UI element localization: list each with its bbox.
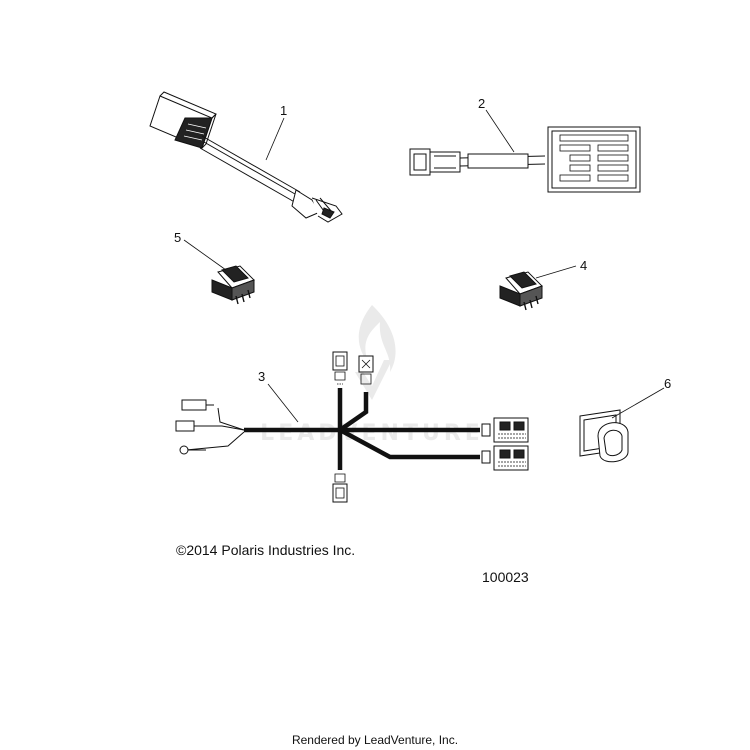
watermark-flame-icon xyxy=(358,305,396,372)
callout-1: 1 xyxy=(265,103,287,161)
callout-5: 5 xyxy=(174,230,227,271)
callout-2: 2 xyxy=(478,96,515,153)
watermark-text: LEADVENTURE xyxy=(260,421,484,446)
part-4-switch xyxy=(499,271,543,311)
callout-3: 3 xyxy=(258,369,299,423)
part-3-main-harness xyxy=(175,351,529,503)
callout-6: 6 xyxy=(611,376,671,419)
part-5-switch xyxy=(211,265,255,305)
part-1-harness xyxy=(149,91,343,223)
copyright-notice: ©2014 Polaris Industries Inc. xyxy=(176,542,356,558)
part-6-clip xyxy=(579,409,629,463)
callout-4-label: 4 xyxy=(580,258,587,273)
callout-2-label: 2 xyxy=(478,96,485,111)
figure-number: 100023 xyxy=(482,569,529,585)
callout-4: 4 xyxy=(535,258,587,279)
footer-credit: Rendered by LeadVenture, Inc. xyxy=(291,733,459,747)
callout-5-label: 5 xyxy=(174,230,181,245)
watermark-v-icon xyxy=(355,360,392,400)
callout-3-label: 3 xyxy=(258,369,265,384)
watermark: LEADVENTURE xyxy=(260,305,484,446)
part-2-heater-pad xyxy=(409,126,641,193)
callout-1-label: 1 xyxy=(280,103,287,118)
callout-6-label: 6 xyxy=(664,376,671,391)
